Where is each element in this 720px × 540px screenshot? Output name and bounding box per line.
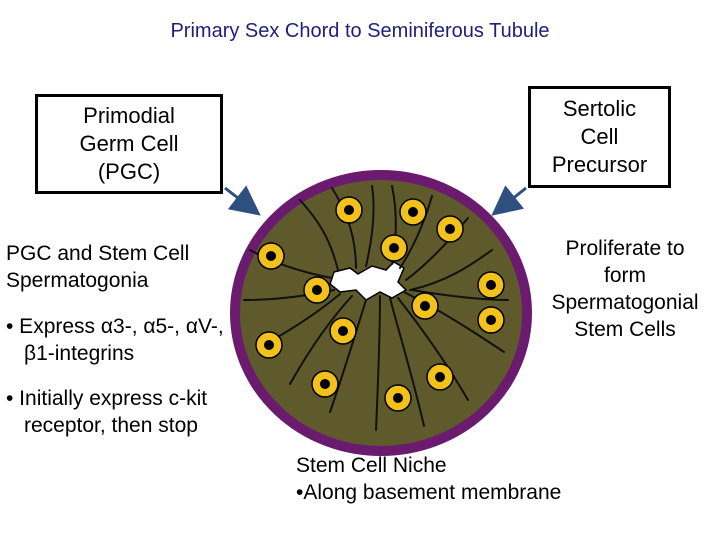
germ-cell (335, 196, 363, 224)
germ-cell (303, 276, 331, 304)
germ-cell (255, 331, 283, 359)
pgc-label-box: Primodial Germ Cell (PGC) (35, 94, 223, 194)
germ-cell (477, 271, 505, 299)
pgc-heading: PGC and Stem Cell Spermatogonia (6, 242, 190, 292)
proliferate-label: Proliferate to form Spermatogonial Stem … (551, 237, 699, 341)
arrow-pgc (224, 185, 261, 216)
page-title: Primary Sex Chord to Seminiferous Tubule (170, 20, 550, 42)
sertoli-processes (243, 185, 509, 431)
seminiferous-tubule (230, 170, 532, 456)
bullet-ckit-text: • Initially express c-kit receptor, then… (6, 387, 208, 437)
germ-cell (411, 292, 439, 320)
arrow-sertoli (491, 185, 527, 216)
germ-cell (380, 234, 408, 262)
germ-cell (399, 198, 427, 226)
germ-cells (255, 196, 505, 412)
bullet-ckit: • Initially express c-kit receptor, then… (6, 385, 256, 439)
germ-cell (477, 306, 505, 334)
bullet-integrins: • Express α3-, α5-, αV-, β1-integrins (6, 313, 256, 367)
stem-cell-niche-label: Stem Cell Niche •Along basement membrane (296, 454, 562, 504)
sertoli-label-box: Sertolic Cell Precursor (528, 86, 671, 188)
germ-cell (257, 242, 285, 270)
germ-cell (436, 215, 464, 243)
germ-cell (384, 384, 412, 412)
tubule-lumen (329, 261, 408, 301)
germ-cell (329, 317, 357, 345)
germ-cell (311, 370, 339, 398)
germ-cell (426, 363, 454, 391)
bullet-integrins-text: • Express α3-, α5-, αV-, β1-integrins (6, 315, 224, 365)
